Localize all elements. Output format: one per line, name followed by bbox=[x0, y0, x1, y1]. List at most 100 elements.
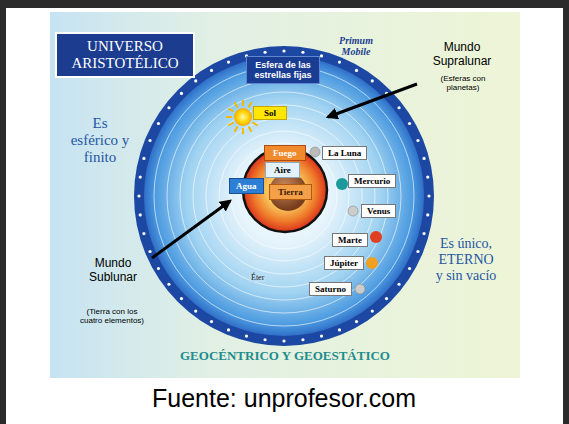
star bbox=[180, 297, 183, 300]
star bbox=[320, 334, 323, 337]
star bbox=[416, 139, 419, 142]
sun-ray bbox=[253, 123, 258, 126]
planet-box: La Luna bbox=[322, 146, 367, 160]
sun-ray bbox=[242, 128, 244, 134]
element-box: Agua bbox=[229, 178, 264, 194]
star bbox=[245, 334, 248, 337]
sun-ray bbox=[226, 116, 232, 118]
element-box: Fuego bbox=[264, 145, 306, 161]
star bbox=[301, 338, 304, 341]
element-box: Aire bbox=[265, 162, 300, 178]
sun-ray bbox=[228, 123, 233, 126]
star bbox=[194, 79, 197, 82]
box-text: Sol bbox=[264, 108, 276, 118]
star bbox=[422, 232, 425, 235]
orbit bbox=[154, 66, 414, 326]
star bbox=[320, 54, 323, 57]
orbit bbox=[167, 79, 401, 313]
star bbox=[355, 320, 358, 323]
star bbox=[142, 232, 145, 235]
box-text: Saturno bbox=[315, 284, 346, 294]
star bbox=[416, 250, 419, 253]
planet-box: Júpiter bbox=[324, 256, 364, 270]
page-ground bbox=[6, 8, 563, 424]
annotation-label: Éter bbox=[249, 273, 266, 282]
box-text: Júpiter bbox=[330, 258, 358, 268]
star bbox=[371, 79, 374, 82]
orbit bbox=[193, 105, 375, 287]
annotation-label: (Esferas con planetas) bbox=[432, 74, 494, 92]
fixed-stars-box: Esfera de las estrellas fijas bbox=[246, 56, 320, 84]
star bbox=[180, 92, 183, 95]
planet-box: Saturno bbox=[309, 282, 352, 296]
annotation-label: Mundo Sublunar bbox=[82, 256, 144, 284]
star bbox=[210, 69, 213, 72]
box-text: Venus bbox=[367, 206, 390, 216]
sun bbox=[234, 108, 252, 126]
annotation-label: Primum Mobile bbox=[331, 35, 381, 57]
star bbox=[408, 267, 411, 270]
sun-ray bbox=[235, 127, 238, 132]
box-text: Mercurio bbox=[354, 176, 390, 186]
title-text: UNIVERSO ARISTOTÉLICO bbox=[65, 38, 185, 72]
sun-ray bbox=[249, 127, 252, 132]
planet-box: Mercurio bbox=[348, 174, 396, 188]
source-caption: Fuente: unprofesor.com bbox=[152, 384, 416, 413]
saturn bbox=[355, 284, 365, 294]
sun-ray bbox=[235, 102, 238, 107]
leader-arrow bbox=[152, 201, 230, 258]
star bbox=[408, 122, 411, 125]
venus bbox=[348, 206, 358, 216]
box-text: La Luna bbox=[328, 148, 361, 158]
mars bbox=[370, 231, 382, 243]
star bbox=[427, 194, 430, 197]
star bbox=[426, 175, 429, 178]
diagram-ground bbox=[50, 12, 520, 378]
annotation-label: (Tierra con los cuatro elementos) bbox=[77, 307, 147, 325]
box-text: Esfera de las estrellas fijas bbox=[251, 60, 315, 80]
annotation-label: Es único, ETERNO y sin vacío bbox=[435, 236, 497, 284]
box-text: Agua bbox=[236, 181, 257, 191]
star bbox=[139, 175, 142, 178]
star bbox=[338, 60, 341, 63]
star bbox=[263, 51, 266, 54]
star bbox=[371, 309, 374, 312]
star bbox=[426, 213, 429, 216]
mercury bbox=[336, 178, 348, 190]
ether-sphere bbox=[144, 56, 424, 336]
star bbox=[263, 338, 266, 341]
box-text: Tierra bbox=[278, 187, 303, 197]
box-text: Fuego bbox=[273, 148, 297, 158]
star bbox=[157, 267, 160, 270]
star bbox=[167, 106, 170, 109]
orbit bbox=[206, 118, 362, 274]
box-text: Marte bbox=[338, 235, 362, 245]
star bbox=[142, 157, 145, 160]
star bbox=[282, 49, 285, 52]
planet-box: Marte bbox=[332, 233, 368, 247]
star bbox=[137, 194, 140, 197]
star bbox=[397, 106, 400, 109]
planet-box: Venus bbox=[361, 204, 396, 218]
star bbox=[210, 320, 213, 323]
star bbox=[338, 328, 341, 331]
star bbox=[167, 283, 170, 286]
star bbox=[282, 339, 285, 342]
sun-box: Sol bbox=[253, 106, 287, 120]
box-text: Aire bbox=[274, 165, 291, 175]
annotation-label: Mundo Supralunar bbox=[426, 40, 498, 68]
star bbox=[355, 69, 358, 72]
star bbox=[301, 51, 304, 54]
star bbox=[194, 309, 197, 312]
planet-orbits bbox=[154, 66, 414, 326]
star bbox=[148, 250, 151, 253]
star bbox=[227, 328, 230, 331]
star bbox=[227, 60, 230, 63]
title-box: UNIVERSO ARISTOTÉLICO bbox=[55, 32, 195, 78]
annotation-label: Es esférico y finito bbox=[70, 115, 130, 166]
stars bbox=[137, 49, 430, 342]
moon bbox=[310, 147, 320, 157]
orbit bbox=[180, 92, 388, 300]
star bbox=[422, 157, 425, 160]
